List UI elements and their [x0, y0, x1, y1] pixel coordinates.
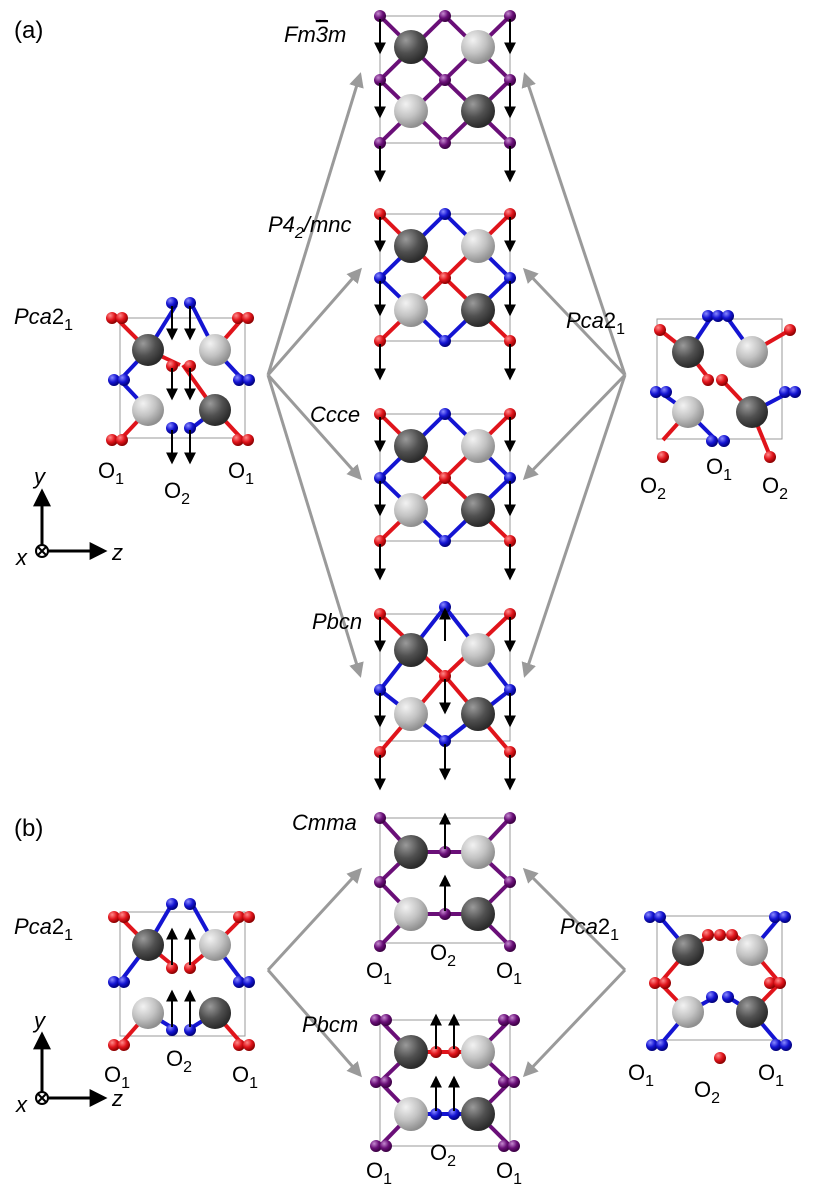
axis-label-z-b: z: [111, 1086, 123, 1111]
site-label-o2-cmma: O2: [430, 940, 456, 970]
site-label-o1-cmma-2: O1: [496, 958, 522, 988]
x-axis-into-page-icon: [35, 544, 49, 558]
label-pca21-left-a: Pca21: [14, 304, 73, 334]
structure-fm3m: [374, 10, 516, 183]
site-label-o2-right-b: O2: [694, 1077, 720, 1107]
site-label-o1-left-a-2: O1: [228, 458, 254, 488]
structure-pca21-right-b: [644, 911, 792, 1064]
site-label-o1-left-a-1: O1: [98, 458, 124, 488]
axis-label-x-a: x: [15, 545, 28, 570]
site-label-o1-right-b-1: O1: [628, 1060, 654, 1090]
site-label-o1-pbcm-2: O1: [496, 1158, 522, 1188]
structure-pca21-left-b: [108, 898, 255, 1051]
structure-cmma: [374, 812, 516, 952]
axis-label-y-a: y: [32, 464, 47, 489]
x-axis-into-page-icon-b: [35, 1091, 49, 1105]
label-fm3m: Fm3m: [284, 22, 346, 47]
label-p42mnc: P42/mnc: [268, 212, 352, 242]
axes-triad-a: [33, 488, 108, 560]
label-pca21-left-b: Pca21: [14, 914, 73, 944]
site-label-o1-right-b-2: O1: [758, 1060, 784, 1090]
panel-label-a: (a): [14, 17, 43, 44]
structure-p42mnc: [374, 208, 516, 381]
axis-label-z-a: z: [111, 540, 123, 565]
structure-pca21-right-a: [650, 310, 801, 463]
label-ccce: Ccce: [310, 402, 360, 427]
site-label-o2-left-a: O2: [164, 478, 190, 508]
structure-pbcn: [374, 601, 516, 791]
site-label-o2-right-a-1: O2: [640, 473, 666, 503]
panel-label-b: (b): [14, 815, 43, 842]
site-label-o1-pbcm-1: O1: [366, 1158, 392, 1188]
axis-label-x-b: x: [15, 1092, 28, 1117]
site-label-o1-left-b-2: O1: [232, 1062, 258, 1092]
site-label-o2-pbcm: O2: [430, 1140, 456, 1170]
axis-label-y-b: y: [32, 1008, 47, 1033]
structure-pca21-left-a: [106, 297, 255, 465]
label-pbcn: Pbcn: [312, 609, 362, 634]
site-label-o1-cmma-1: O1: [366, 958, 392, 988]
structure-pbcm: [370, 1013, 520, 1152]
transition-arrows-b: [266, 867, 627, 1078]
site-label-o2-left-b: O2: [166, 1046, 192, 1076]
site-label-o2-right-a-2: O2: [762, 473, 788, 503]
label-pca21-right-b: Pca21: [560, 914, 619, 944]
label-cmma: Cmma: [292, 810, 357, 835]
label-pca21-right-a: Pca21: [566, 308, 625, 338]
site-label-o1-left-b-1: O1: [104, 1062, 130, 1092]
structure-ccce: [374, 408, 516, 581]
site-label-o1-right-a: O1: [706, 454, 732, 484]
axes-triad-b: [33, 1031, 108, 1107]
transition-arrows-a: [266, 72, 627, 678]
label-pbcm: Pbcm: [302, 1012, 358, 1037]
